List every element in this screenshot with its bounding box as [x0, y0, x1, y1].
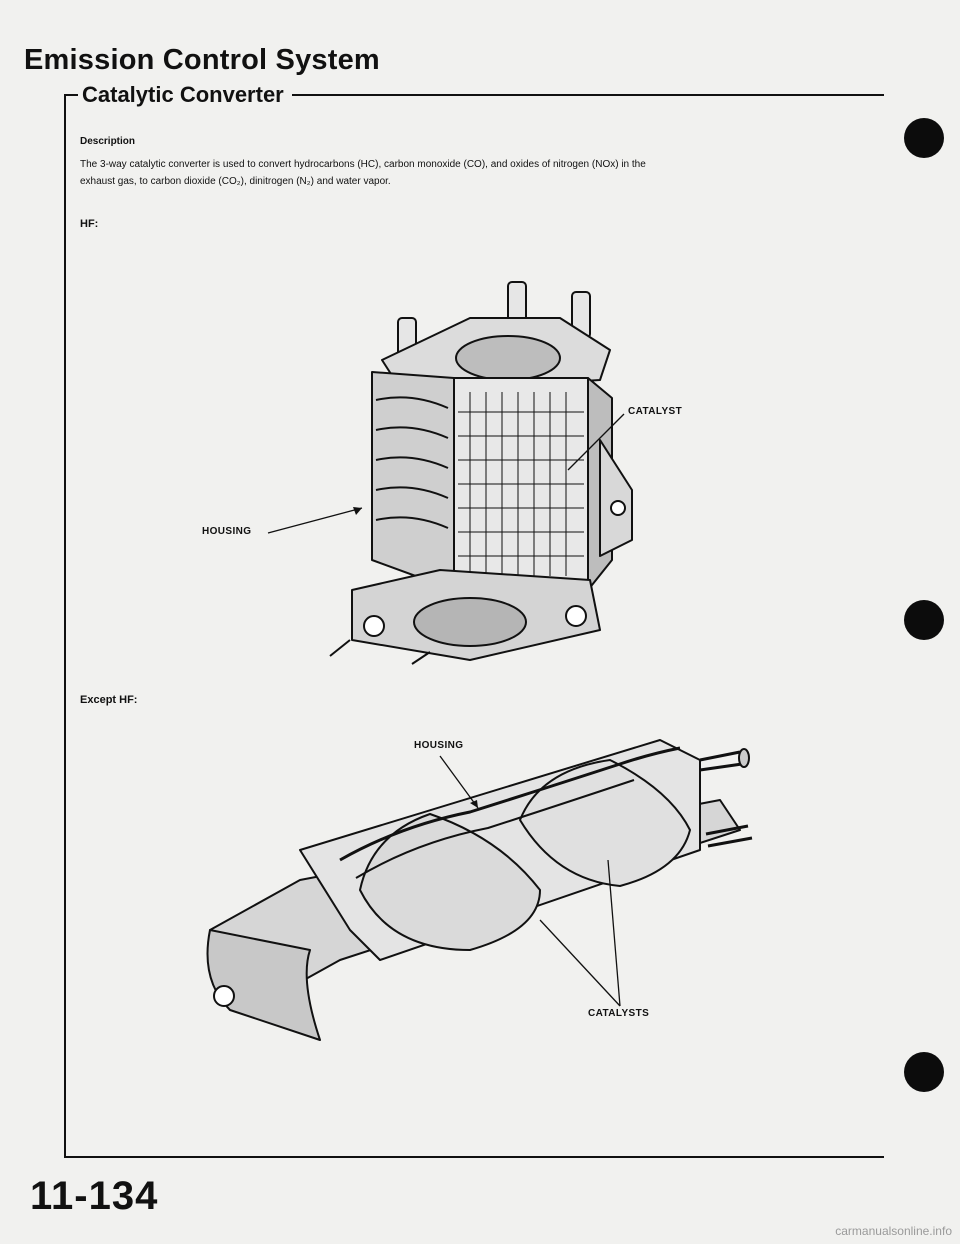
hf-label: HF: — [80, 218, 99, 230]
watermark: carmanualsonline.info — [835, 1224, 952, 1238]
bottom-rule — [64, 1156, 884, 1158]
housing-callout: HOUSING — [202, 526, 252, 537]
description-line-2: exhaust gas, to carbon dioxide (CO₂), di… — [80, 176, 391, 187]
binder-dot-2 — [904, 600, 944, 640]
except-hf-label: Except HF: — [80, 694, 138, 706]
catalysts-callout: CATALYSTS — [588, 1008, 650, 1019]
section-bracket — [64, 94, 78, 114]
section-title: Catalytic Converter — [82, 82, 292, 108]
description-text: The 3-way catalytic converter is used to… — [80, 156, 880, 190]
description-line-1: The 3-way catalytic converter is used to… — [80, 159, 646, 170]
section-header: Catalytic Converter — [64, 82, 884, 114]
housing-callout-2: HOUSING — [414, 740, 464, 751]
catalyst-callout: CATALYST — [628, 406, 683, 417]
page-title: Emission Control System — [24, 44, 380, 76]
section-rule — [290, 94, 884, 96]
page-number: 11-134 — [30, 1174, 159, 1218]
left-margin-rule — [64, 112, 66, 1157]
binder-dot-1 — [904, 118, 944, 158]
binder-dot-3 — [904, 1052, 944, 1092]
description-label: Description — [80, 136, 136, 147]
